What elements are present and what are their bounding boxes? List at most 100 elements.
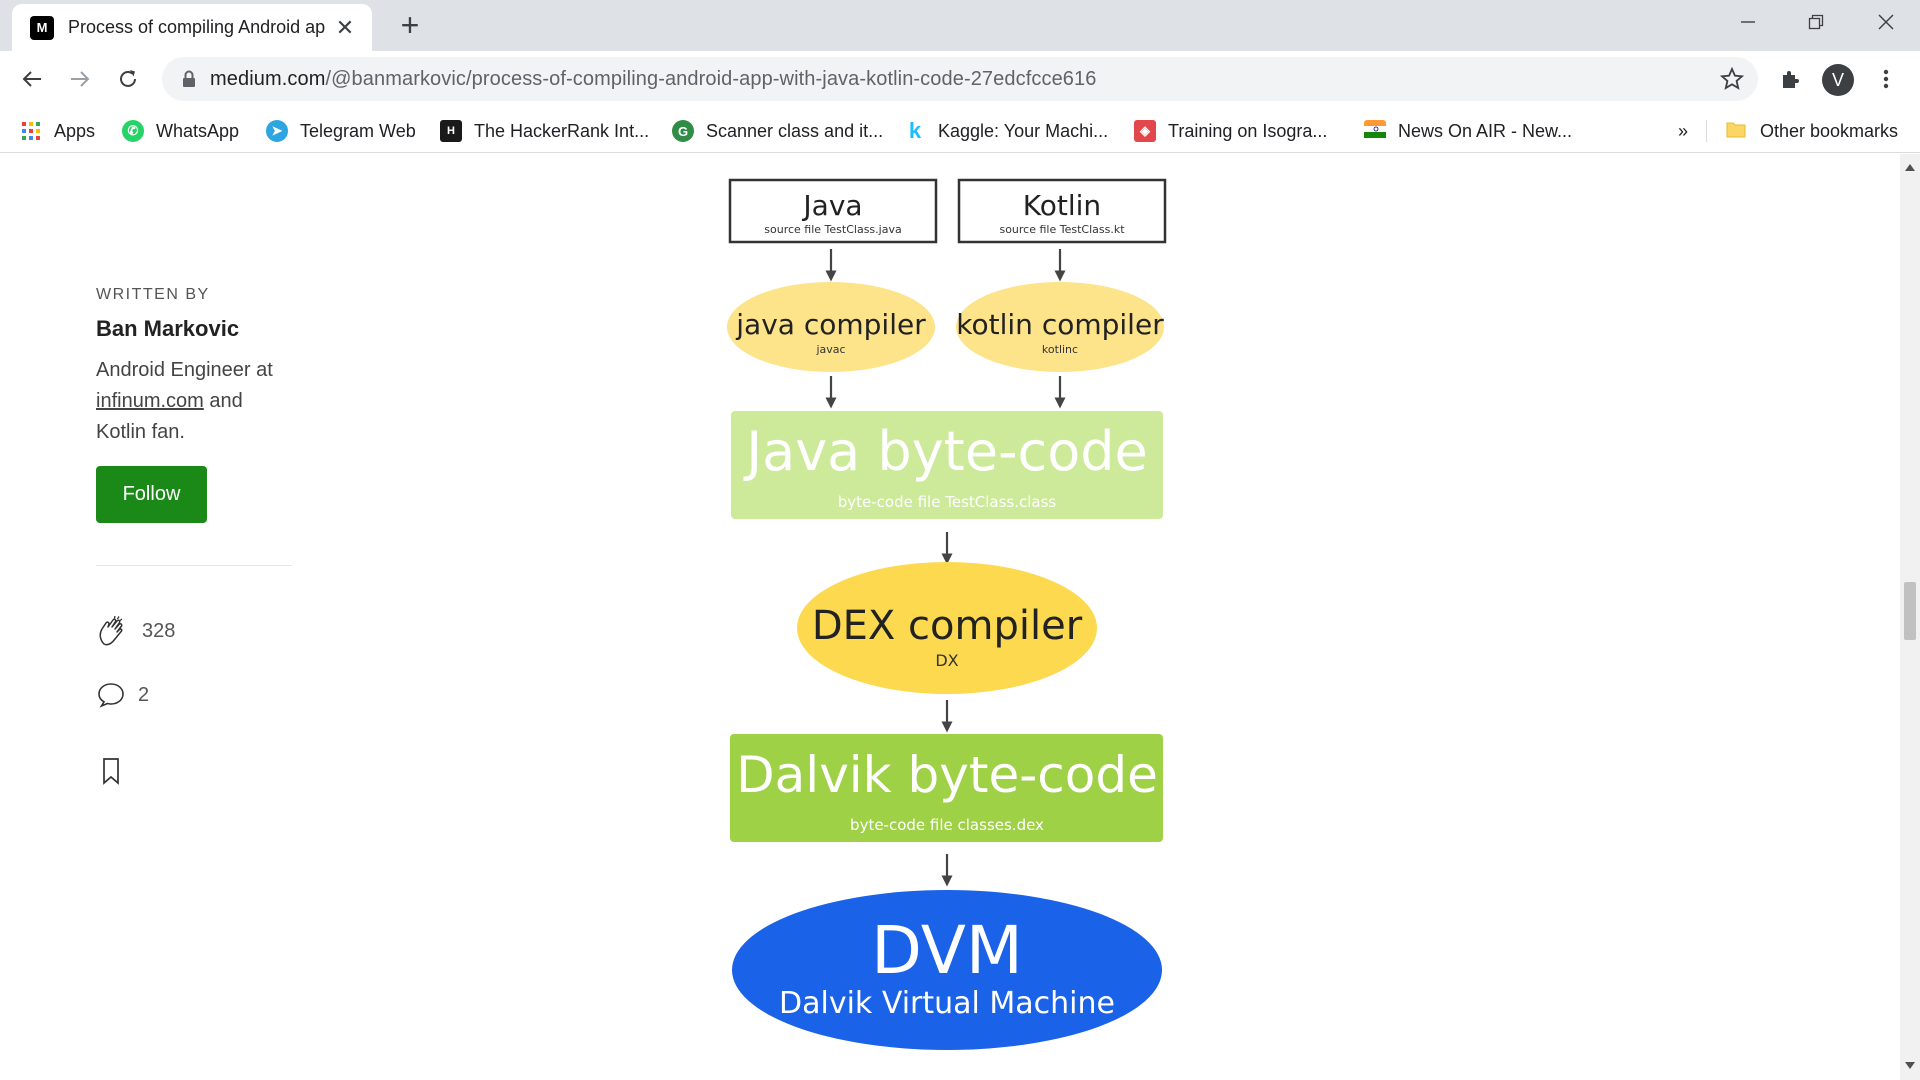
tab-close-icon[interactable]: ✕ [335,14,355,40]
sidebar-divider [96,565,292,566]
bookmark-apps[interactable]: Apps [20,116,95,146]
javac-subtitle: javac [815,343,845,356]
kotlin-subtitle: source file TestClass.kt [999,223,1125,236]
restore-icon [1808,14,1824,30]
dalvik-bytecode-title: Dalvik byte-code [736,746,1158,804]
java-bytecode-subtitle: byte-code file TestClass.class [838,493,1057,511]
restore-button[interactable] [1782,0,1850,44]
bookmark-icon [103,758,119,785]
bookmark-news-on-air[interactable]: News On AIR - New... [1364,116,1572,146]
java-bytecode-box: Java byte-code byte-code file TestClass.… [731,411,1163,519]
written-by-label: WRITTEN BY [96,286,210,303]
minimize-icon [1741,21,1755,23]
other-bookmarks-label: Other bookmarks [1760,120,1899,141]
bookmark-label: Scanner class and it... [706,120,884,141]
other-bookmarks-folder[interactable]: Other bookmarks [1726,116,1898,146]
bookmark-label: WhatsApp [156,120,240,141]
url-text: medium.com/@banmarkovic/process-of-compi… [210,68,1096,91]
bookmark-article-button[interactable] [96,756,138,786]
kotlinc-subtitle: kotlinc [1042,343,1078,356]
menu-button[interactable] [1866,59,1906,99]
bookmark-isograd[interactable]: ◈ Training on Isogra... [1134,116,1327,146]
kaggle-icon: k [908,118,922,143]
java-compiler-ellipse: java compiler javac [727,282,935,372]
bookmark-telegram[interactable]: ➤ Telegram Web [266,116,416,146]
bookmark-star-icon[interactable] [1720,67,1744,91]
telegram-icon: ➤ [266,120,288,142]
minimize-button[interactable] [1714,0,1782,44]
bio-line-3: Kotlin fan. [96,421,185,443]
active-tab[interactable]: M Process of compiling Android ap ✕ [12,4,372,51]
whatsapp-icon: ✆ [122,120,144,142]
responses-stat[interactable]: 2 [96,681,149,709]
article-page: WRITTEN BY Ban Markovic Android Engineer… [0,154,1900,1080]
apps-grid-icon [22,122,40,140]
tab-strip: M Process of compiling Android ap ✕ + [0,0,1920,51]
back-button[interactable] [12,59,52,99]
puzzle-icon [1783,71,1799,88]
clap-stat[interactable]: 328 [96,614,175,648]
lock-icon [183,70,195,87]
author-bio: Android Engineer at infinum.com and Kotl… [96,355,316,448]
url-host: medium.com [210,67,326,90]
dvm-ellipse: DVM Dalvik Virtual Machine [732,890,1162,1050]
bookmark-label: Telegram Web [300,120,416,141]
clap-icon [99,615,123,646]
bookmark-whatsapp[interactable]: ✆ WhatsApp [122,116,239,146]
bio-and-text: and [203,390,243,412]
dvm-title: DVM [871,912,1023,989]
author-name[interactable]: Ban Markovic [96,316,240,341]
scrollbar-thumb[interactable] [1904,582,1916,640]
scroll-up-arrow-icon[interactable] [1905,164,1915,171]
tab-title: Process of compiling Android ap [68,17,326,37]
dalvik-bytecode-box: Dalvik byte-code byte-code file classes.… [730,734,1163,842]
java-title: Java [801,189,862,222]
bookmark-label: The HackerRank Int... [474,120,650,141]
hackerrank-icon: H [440,120,462,142]
java-source-box: Java source file TestClass.java [728,178,938,244]
url-path: /@banmarkovic/process-of-compiling-andro… [325,67,1097,90]
bookmark-label: Kaggle: Your Machi... [938,120,1109,141]
bookmark-label: Training on Isogra... [1168,120,1328,141]
kotlin-title: Kotlin [1023,189,1101,222]
follow-button[interactable]: Follow [96,466,207,523]
bookmark-hackerrank[interactable]: H The HackerRank Int... [440,116,649,146]
java-subtitle: source file TestClass.java [764,223,901,236]
bookmarks-bar: Apps ✆ WhatsApp ➤ Telegram Web H The Hac… [0,108,1920,153]
bookmark-scanner[interactable]: G Scanner class and it... [672,116,883,146]
scanner-icon: G [672,120,694,142]
folder-icon [1726,122,1746,138]
profile-avatar[interactable]: V [1822,64,1854,96]
close-window-button[interactable] [1852,0,1920,44]
java-bytecode-title: Java byte-code [743,420,1148,483]
dvm-subtitle: Dalvik Virtual Machine [779,986,1115,1021]
kotlin-compiler-ellipse: kotlin compiler kotlinc [956,282,1164,372]
bookmark-label: Apps [54,120,96,141]
scroll-down-arrow-icon[interactable] [1905,1062,1915,1069]
bookmarks-overflow-button[interactable]: » [1678,120,1689,141]
response-count: 2 [138,683,150,706]
new-tab-button[interactable]: + [400,7,420,43]
comment-bubble-icon [98,683,124,708]
india-flag-icon [1364,120,1386,138]
close-icon [1878,14,1894,30]
reload-button[interactable] [108,59,148,99]
extensions-button[interactable] [1770,59,1810,99]
address-bar[interactable]: medium.com/@banmarkovic/process-of-compi… [162,57,1758,101]
javac-title: java compiler [735,308,926,341]
kebab-menu-icon [1883,69,1889,89]
medium-favicon-icon: M [30,15,54,40]
kotlin-source-box: Kotlin source file TestClass.kt [957,178,1167,244]
clap-count: 328 [142,619,176,642]
forward-button[interactable] [60,59,100,99]
author-website-link[interactable]: infinum.com [96,390,204,412]
page-scrollbar[interactable] [1900,154,1920,1080]
dex-subtitle: DX [935,651,958,670]
bookmark-kaggle[interactable]: k Kaggle: Your Machi... [904,116,1108,146]
browser-toolbar: medium.com/@banmarkovic/process-of-compi… [0,51,1920,108]
reload-icon [120,70,136,87]
isograd-icon: ◈ [1134,120,1156,142]
compile-flow-diagram: Java source file TestClass.java Kotlin s… [727,178,1167,1050]
back-arrow-icon [22,71,41,87]
bookmarks-separator [1706,120,1707,142]
